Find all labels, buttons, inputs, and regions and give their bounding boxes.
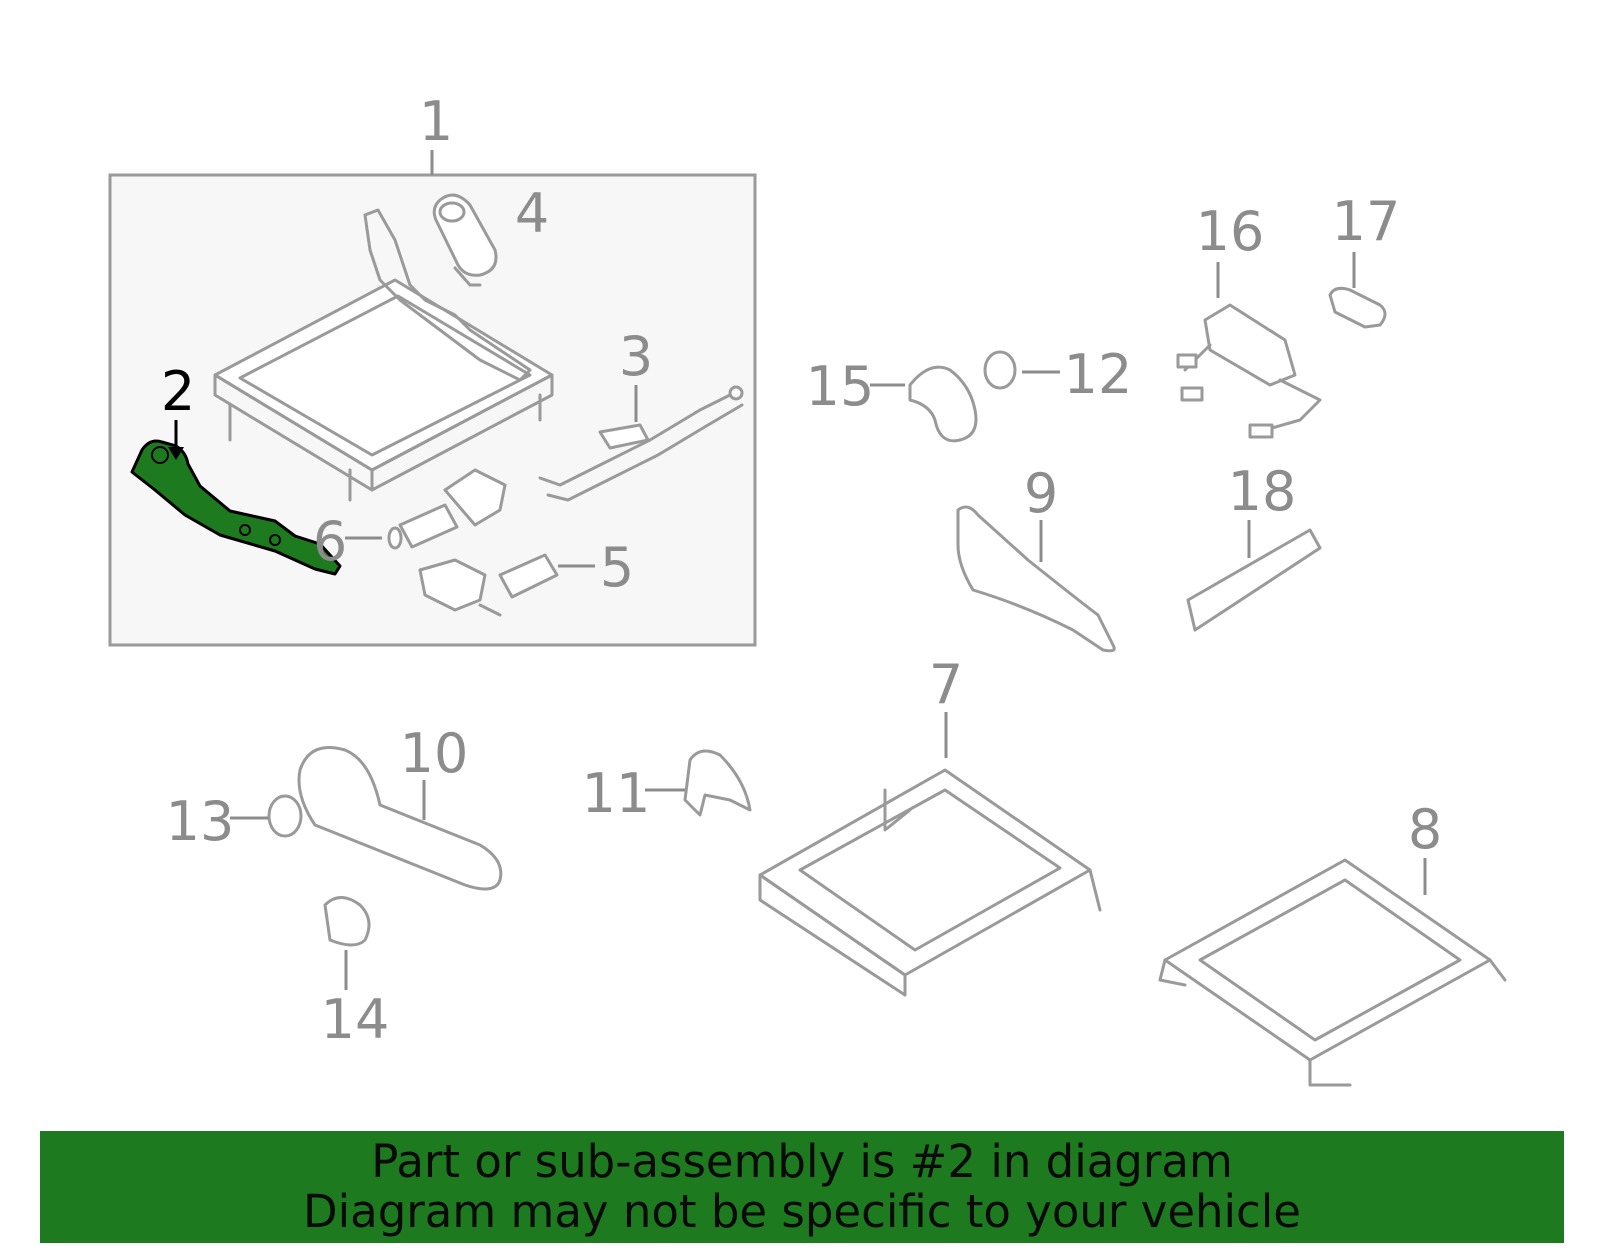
cap-part-13 [267, 794, 303, 838]
motor-part-4 [432, 193, 498, 287]
notice-banner: Part or sub-assembly is #2 in diagram Di… [40, 1131, 1564, 1243]
callout-2: 2 [161, 360, 195, 423]
callout-10: 10 [400, 722, 469, 785]
frame-part-8 [1158, 858, 1507, 1087]
callout-3: 3 [619, 325, 653, 388]
callout-9: 9 [1024, 462, 1058, 525]
callout-14: 14 [321, 988, 390, 1051]
rod-part-3 [538, 385, 744, 502]
callout-17: 17 [1332, 190, 1401, 253]
part-17 [1328, 286, 1387, 329]
motor-part-6 [387, 468, 507, 550]
notice-line-1: Part or sub-assembly is #2 in diagram [371, 1135, 1233, 1188]
motor-part-5 [418, 553, 559, 617]
callout-7: 7 [929, 653, 963, 716]
callout-16: 16 [1196, 200, 1265, 263]
switch-part-16 [1176, 303, 1322, 439]
callout-1: 1 [419, 90, 453, 153]
cover-part-9 [956, 505, 1116, 653]
bracket-part-11 [683, 749, 752, 817]
callout-5: 5 [600, 536, 634, 599]
callout-12: 12 [1064, 343, 1133, 406]
part-15 [908, 365, 978, 443]
seat-track-bracket-part-2 [130, 439, 342, 576]
cap-part-12 [983, 350, 1017, 390]
callout-11: 11 [582, 762, 651, 825]
track-part-10 [297, 746, 503, 891]
callout-8: 8 [1408, 798, 1442, 861]
callout-13: 13 [166, 790, 235, 853]
callout-6: 6 [313, 510, 347, 573]
notice-line-2: Diagram may not be specific to your vehi… [303, 1185, 1301, 1238]
callout-18: 18 [1228, 460, 1297, 523]
trim-part-18 [1186, 528, 1322, 632]
callout-15: 15 [806, 355, 875, 418]
cap-part-14 [323, 896, 371, 947]
frame-part-7 [758, 768, 1102, 997]
callout-4: 4 [515, 182, 549, 245]
seat-frame-part [213, 208, 554, 502]
